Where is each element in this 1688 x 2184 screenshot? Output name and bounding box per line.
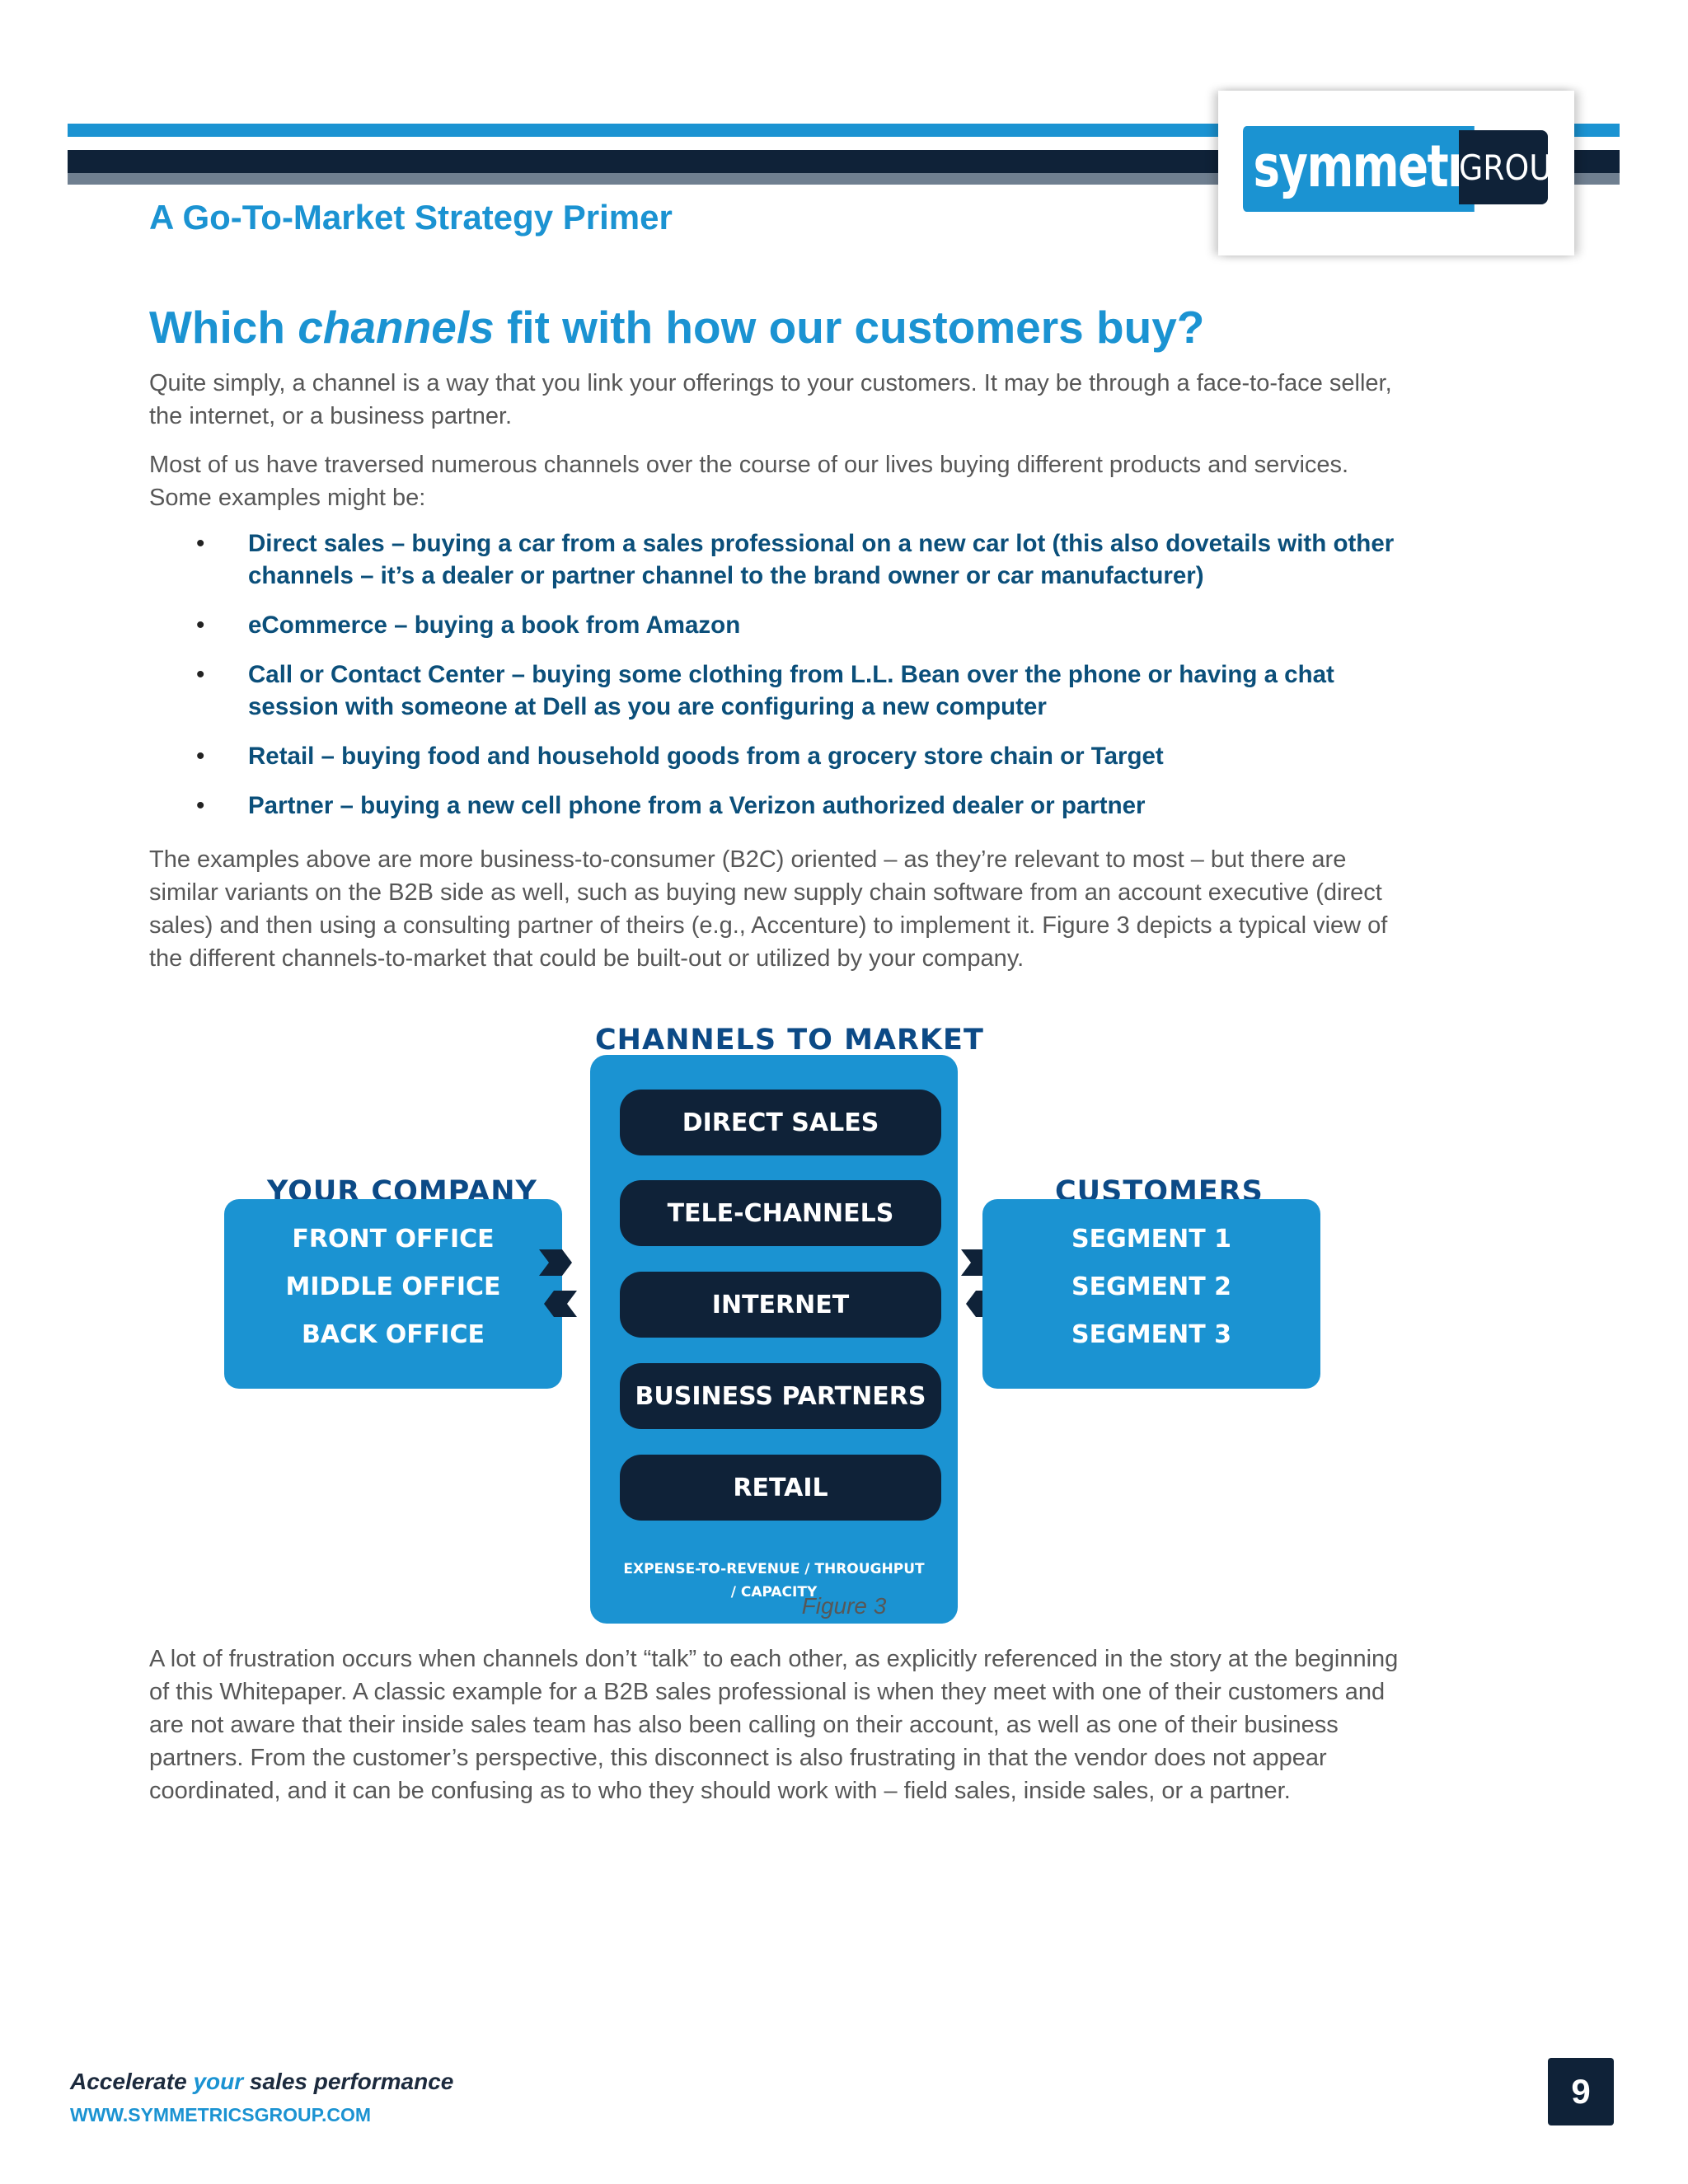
list-item: • Call or Contact Center – buying some cl… xyxy=(149,658,1402,723)
company-logo: symmetrics GROUP xyxy=(1243,124,1571,214)
header-bar-blue xyxy=(68,124,1218,137)
footer-tagline: Accelerate your sales performance xyxy=(70,2069,453,2095)
channel-direct-sales: DIRECT SALES xyxy=(620,1090,941,1155)
figure-caption: Figure 3 xyxy=(801,1593,887,1619)
list-item: • Partner – buying a new cell phone from … xyxy=(149,790,1402,822)
bullet-icon: • xyxy=(196,661,205,688)
logo-panel: symmetrics GROUP xyxy=(1218,91,1574,255)
section-heading: Which channels fit with how our customer… xyxy=(149,301,1204,354)
customer-segment-1: SEGMENT 1 xyxy=(1071,1225,1231,1254)
channel-retail: RETAIL xyxy=(620,1455,941,1521)
channel-internet: INTERNET xyxy=(620,1272,941,1338)
footer-note-line-2: / CAPACITY xyxy=(730,1584,818,1601)
double-chevron-arrows-icon xyxy=(539,1249,577,1317)
intro-paragraph: Quite simply, a channel is a way that yo… xyxy=(149,370,1392,429)
company-item-back-office: BACK OFFICE xyxy=(302,1320,485,1349)
examples-lead-paragraph: Most of us have traversed numerous chann… xyxy=(149,452,1349,511)
header-bar-blue-right xyxy=(1574,124,1620,137)
customers-box: SEGMENT 1 SEGMENT 2 SEGMENT 3 xyxy=(982,1199,1320,1389)
bullet-icon: • xyxy=(196,743,205,770)
heading-emphasis: channels xyxy=(298,302,495,353)
logo-group-label: GROUP xyxy=(1459,130,1571,204)
bullet-icon: • xyxy=(196,792,205,819)
document-title: A Go-To-Market Strategy Primer xyxy=(149,198,673,237)
channels-footer-note: EXPENSE-TO-REVENUE / THROUGHPUT / CAPACI… xyxy=(607,1558,941,1604)
heading-part-2: fit with how our customers buy? xyxy=(494,302,1205,353)
list-item-text: Partner – buying a new cell phone from a… xyxy=(248,792,1146,819)
list-item-text: Retail – buying food and household goods… xyxy=(248,743,1164,770)
channels-column: DIRECT SALES TELE-CHANNELS INTERNET BUSI… xyxy=(590,1055,958,1624)
bullet-icon: • xyxy=(196,530,205,557)
customer-segment-3: SEGMENT 3 xyxy=(1071,1320,1231,1349)
closing-paragraph: A lot of frustration occurs when channel… xyxy=(149,1646,1399,1804)
list-item: • Retail – buying food and household good… xyxy=(149,740,1402,772)
bullet-icon: • xyxy=(196,612,205,639)
logo-wordmark: symmetrics xyxy=(1243,126,1535,212)
company-item-middle-office: MIDDLE OFFICE xyxy=(285,1272,501,1301)
list-item: • eCommerce – buying a book from Amazon xyxy=(149,609,1402,641)
company-item-front-office: FRONT OFFICE xyxy=(292,1225,495,1254)
channel-business-partners: BUSINESS PARTNERS xyxy=(620,1363,941,1429)
list-item-text: Call or Contact Center – buying some clo… xyxy=(248,661,1334,720)
channel-tele-channels: TELE-CHANNELS xyxy=(620,1180,941,1246)
examples-summary-paragraph: The examples above are more business-to-… xyxy=(149,846,1388,972)
footer-website: WWW.SYMMETRICSGROUP.COM xyxy=(70,2104,372,2125)
customer-segment-2: SEGMENT 2 xyxy=(1071,1272,1231,1301)
page-number: 9 xyxy=(1548,2058,1614,2125)
center-heading: CHANNELS TO MARKET xyxy=(595,1024,984,1057)
channels-to-market-diagram: CHANNELS TO MARKET DIRECT SALES TELE-CHA… xyxy=(223,1022,1327,1624)
footer-note-line-1: EXPENSE-TO-REVENUE / THROUGHPUT xyxy=(623,1561,925,1577)
heading-part-1: Which xyxy=(149,302,298,353)
header-bar-grey xyxy=(68,173,1218,185)
header-bar-grey-right xyxy=(1574,173,1620,185)
list-item-text: Direct sales – buying a car from a sales… xyxy=(248,530,1395,589)
list-item: • Direct sales – buying a car from a sale… xyxy=(149,527,1402,592)
tagline-part-2: sales performance xyxy=(243,2069,454,2094)
tagline-accent: your xyxy=(193,2069,244,2094)
list-item-text: eCommerce – buying a book from Amazon xyxy=(248,612,741,639)
your-company-box: FRONT OFFICE MIDDLE OFFICE BACK OFFICE xyxy=(224,1199,562,1389)
tagline-part-1: Accelerate xyxy=(70,2069,194,2094)
examples-list: • Direct sales – buying a car from a sale… xyxy=(149,527,1402,839)
